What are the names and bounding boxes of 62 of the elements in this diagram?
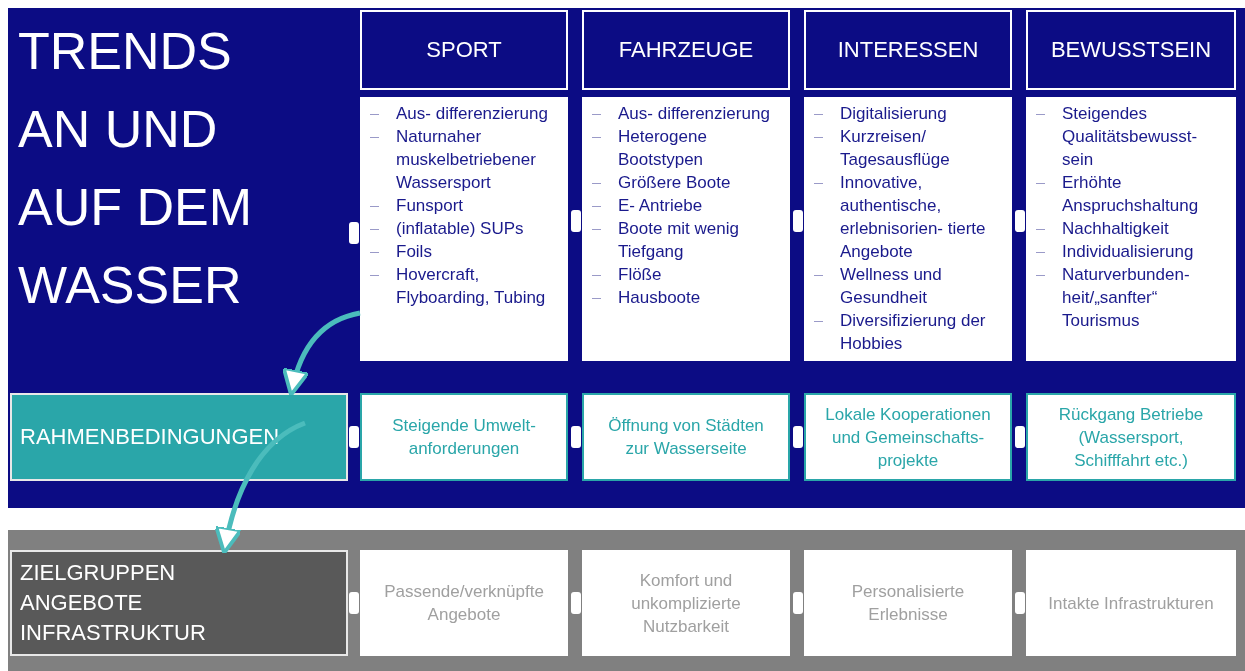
panel-band xyxy=(8,530,1245,671)
condition-card xyxy=(582,393,790,481)
list-item-text: Nachhaltigkeit xyxy=(1062,219,1169,238)
card-text: Intakte Infrastrukturen xyxy=(1048,592,1214,615)
list-item-text: E- Antriebe xyxy=(618,196,703,215)
row-header-text: ZIELGRUPPEN xyxy=(20,559,177,587)
column-header xyxy=(360,10,568,90)
list-item-text: (inflatable) SUPs xyxy=(396,219,524,238)
list-item-text: Naturverbunden- heit/„sanfter“ Tourismus xyxy=(1062,265,1190,330)
list-item-text: Aus- differenzierung xyxy=(618,104,770,123)
bullet-list-card xyxy=(804,97,1012,361)
title-text: TRENDS AN UND AUF DEM WASSER xyxy=(18,21,253,316)
goal-card xyxy=(1026,550,1236,656)
list-item-text: Kurzreisen/ Tagesausflüge xyxy=(840,127,950,169)
list-item-text: Individualisierung xyxy=(1062,242,1194,261)
condition-card xyxy=(360,393,568,481)
list-item-text: Digitalisierung xyxy=(840,104,947,123)
list-item-text: Funsport xyxy=(396,196,464,215)
column-header xyxy=(1026,10,1236,90)
row-header-text: INFRASTRUKTUR xyxy=(20,619,207,647)
row-header xyxy=(10,393,348,481)
card-text: Personalisierte Erlebnisse xyxy=(850,581,966,626)
condition-card xyxy=(1026,393,1236,481)
row-header xyxy=(10,550,348,656)
goal-card xyxy=(582,550,790,656)
list-item-text: Hovercraft, Flyboarding, Tubing xyxy=(396,265,546,307)
list-item-text: Foils xyxy=(396,242,432,261)
list-item-text: Heterogene Bootstypen xyxy=(618,127,707,169)
goal-card xyxy=(804,550,1012,656)
list-item-text: Naturnaher muskelbetriebener Wassersport xyxy=(396,127,536,192)
list-item-text: Aus- differenzierung xyxy=(396,104,548,123)
condition-card xyxy=(804,393,1012,481)
bullet-list-card xyxy=(582,97,790,361)
card-text: Öffnung von Städten zur Wasserseite xyxy=(607,415,765,460)
list-item-text: Boote mit wenig Tiefgang xyxy=(618,219,739,261)
list-item-text: Erhöhte Anspruchshaltung xyxy=(1062,173,1199,215)
card-text: Steigende Umwelt- anforderungen xyxy=(391,415,537,460)
header-text: BEWUSSTSEIN xyxy=(1050,37,1212,63)
row-header-text: RAHMENBEDINGUNGEN xyxy=(20,423,281,451)
list-item-text: Diversifizierung der Hobbies xyxy=(840,311,986,353)
header-text: INTERESSEN xyxy=(837,37,979,63)
header-text: SPORT xyxy=(426,37,502,63)
bullet-list-card xyxy=(360,97,568,361)
curved-arrow xyxy=(282,310,361,397)
bullet-list-card xyxy=(1026,97,1236,361)
card-text: Passende/verknüpfte Angebote xyxy=(383,581,545,626)
list-item-text: Flöße xyxy=(618,265,662,284)
card-text: Lokale Kooperationen und Gemeinschafts- projekte xyxy=(824,403,992,472)
list-item-text: Steigendes Qualitätsbewusst- sein xyxy=(1062,104,1198,169)
card-text: Rückgang Betriebe (Wassersport, Schifffahrt etc.) xyxy=(1057,403,1205,472)
list-item-text: Wellness und Gesundheit xyxy=(840,265,942,307)
list-item-text: Hausboote xyxy=(618,288,701,307)
title-panel xyxy=(8,8,1245,508)
list-item-text: Innovative, authentische, erlebnisorien- tierte Angebote xyxy=(840,173,986,261)
column-header xyxy=(582,10,790,90)
column-header xyxy=(804,10,1012,90)
header-text: FAHRZEUGE xyxy=(618,37,754,63)
goal-card xyxy=(360,550,568,656)
card-text: Komfort und unkomplizierte Nutzbarkeit xyxy=(630,569,742,638)
list-item-text: Größere Boote xyxy=(618,173,731,192)
curved-arrow xyxy=(214,420,307,555)
row-header-text: ANGEBOTE xyxy=(20,589,144,617)
